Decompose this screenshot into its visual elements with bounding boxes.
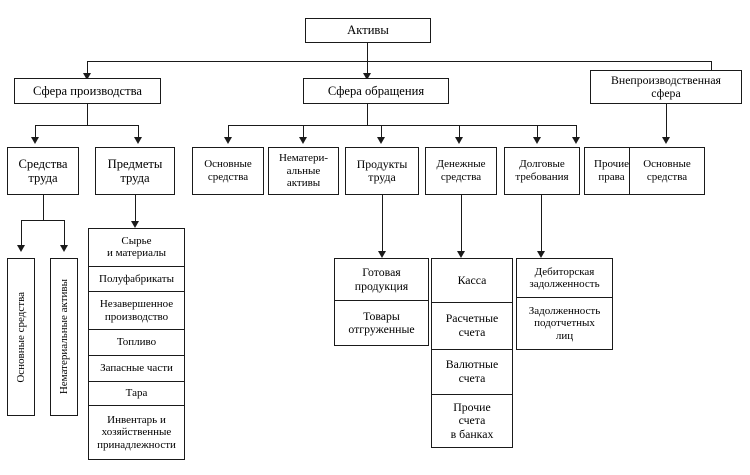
node-vertical-intangible-assets[interactable]: Нематериальные активы (50, 258, 78, 416)
node-assets-root[interactable]: Активы (305, 18, 431, 43)
arrowhead-to-monetary-list (457, 251, 465, 258)
connector-root-to-left (87, 61, 89, 75)
connector-circ-3 (381, 125, 383, 139)
connector-production-bar (35, 125, 139, 127)
connector-means-left (21, 220, 23, 247)
node-sphere-nonproduction[interactable]: Внепроизводственная сфера (590, 70, 742, 104)
vertical-fixed-assets-label: Основные средства (15, 291, 27, 383)
arrowhead-to-products-of-labour (377, 137, 385, 144)
arrowhead-to-circulation (363, 73, 371, 80)
connector-circulation-bar (228, 125, 576, 127)
vertical-intangible-assets-label: Нематериальные активы (58, 279, 70, 395)
arrowhead-to-other-rights (572, 137, 580, 144)
list-item[interactable]: Тара (89, 382, 184, 407)
connector-root-to-mid (367, 61, 369, 75)
list-item[interactable]: Незавершенное производство (89, 292, 184, 331)
node-vertical-fixed-assets[interactable]: Основные средства (7, 258, 35, 416)
node-circ-fixed-assets[interactable]: Основные средства (192, 147, 264, 195)
arrowhead-to-fixed-assets-circ (224, 137, 232, 144)
connector-circ-1 (228, 125, 230, 139)
node-nonprod-fixed-assets[interactable]: Основные средства (629, 147, 705, 195)
connector-means-right (64, 220, 66, 247)
connector-nonproduction-stem (666, 104, 668, 139)
list-monetary-funds: Касса Расчетные счета Валютные счета Про… (431, 258, 513, 448)
node-sphere-circulation[interactable]: Сфера обращения (303, 78, 449, 104)
connector-circ-2 (303, 125, 305, 139)
node-objects-of-labour[interactable]: Предметы труда (95, 147, 175, 195)
connector-monetary-stem (461, 195, 463, 253)
connector-root-to-right (711, 61, 713, 75)
list-item[interactable]: Готовая продукция (335, 259, 428, 302)
list-item[interactable]: Сырье и материалы (89, 229, 184, 267)
list-item[interactable]: Прочие счета в банках (450, 399, 494, 441)
list-item[interactable]: Запасные части (89, 356, 184, 382)
arrowhead-to-vertical-intangibles (60, 245, 68, 252)
connector-circ-6 (576, 125, 578, 139)
arrowhead-to-monetary-funds (455, 137, 463, 144)
connector-circulation-stem (367, 104, 369, 125)
connector-root-bar (87, 61, 712, 63)
arrowhead-to-objects-list (131, 221, 139, 228)
arrowhead-to-production (83, 73, 91, 80)
node-means-of-labour[interactable]: Средства труда (7, 147, 79, 195)
list-item[interactable]: Топливо (89, 330, 184, 356)
arrowhead-to-vertical-fixed-assets (17, 245, 25, 252)
list-item[interactable]: Полуфабрикаты (89, 267, 184, 293)
connector-circ-5 (537, 125, 539, 139)
connector-objects-stem (135, 195, 137, 223)
node-other-rights[interactable]: Прочие права (584, 147, 639, 195)
list-item[interactable]: Валютные счета (432, 350, 512, 395)
list-item[interactable]: Задолженность подотчетных лиц (528, 304, 601, 342)
list-products-of-labour: Готовая продукция Товары отгруженные (334, 258, 429, 346)
arrowhead-to-intangibles-circ (299, 137, 307, 144)
arrowhead-to-means-of-labour (31, 137, 39, 144)
node-sphere-production[interactable]: Сфера производства (14, 78, 161, 104)
connector-products-stem (382, 195, 384, 253)
list-item[interactable]: Дебиторская задолженность (517, 259, 612, 299)
arrowhead-to-debt-claims (533, 137, 541, 144)
arrowhead-to-objects-of-labour (134, 137, 142, 144)
list-objects-of-labour: Сырье и материалы Полуфабрикаты Незаверш… (88, 228, 185, 460)
node-debt-claims[interactable]: Долговые требования (504, 147, 580, 195)
connector-root-stem (367, 43, 369, 61)
list-debt-claims: Дебиторская задолженность Задолженность … (516, 258, 613, 350)
connector-circ-4 (459, 125, 461, 139)
connector-means-stem (43, 195, 45, 220)
arrowhead-to-fixed-assets-nonprod (662, 137, 670, 144)
connector-production-stem (87, 104, 89, 125)
arrowhead-to-products-list (378, 251, 386, 258)
node-monetary-funds[interactable]: Денежные средства (425, 147, 497, 195)
list-item[interactable]: Расчетные счета (432, 303, 512, 351)
list-item[interactable]: Товары отгруженные (348, 308, 415, 337)
arrowhead-to-debt-list (537, 251, 545, 258)
list-item[interactable]: Инвентарь и хозяйственные принадлежности (97, 413, 176, 451)
connector-production-right (138, 125, 140, 139)
connector-debt-stem (541, 195, 543, 253)
connector-means-bar (21, 220, 65, 222)
connector-production-left (35, 125, 37, 139)
node-circ-intangible-assets[interactable]: Нематери- альные активы (268, 147, 339, 195)
node-products-of-labour[interactable]: Продукты труда (345, 147, 419, 195)
list-item[interactable]: Касса (432, 259, 512, 303)
